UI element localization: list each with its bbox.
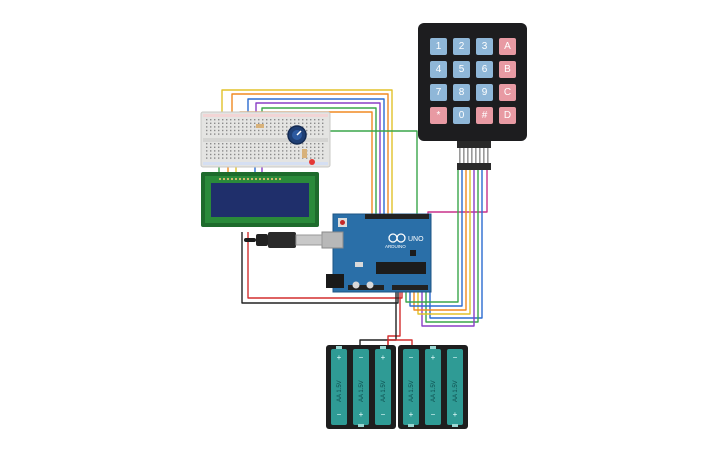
- minus-terminal-label: −: [359, 353, 364, 362]
- plus-terminal-label: +: [337, 353, 342, 362]
- wire-green-kp2[interactable]: [405, 170, 459, 303]
- wire-blue-1[interactable]: [247, 98, 385, 216]
- key-label: 3: [482, 41, 488, 52]
- usb-cable[interactable]: [244, 232, 323, 248]
- wire-purple-kp[interactable]: [421, 170, 475, 327]
- wire-green-kp[interactable]: [425, 170, 479, 323]
- wire-black-batt[interactable]: [359, 290, 397, 346]
- key-label: 1: [436, 41, 442, 52]
- potentiometer-icon[interactable]: [287, 125, 307, 145]
- wire-orange-1[interactable]: [231, 93, 389, 216]
- aa-battery[interactable]: + − AA 1.5V: [447, 349, 463, 427]
- wire-yellow-kp[interactable]: [417, 170, 471, 315]
- aa-battery[interactable]: + − AA 1.5V: [403, 349, 419, 427]
- key-c[interactable]: C: [499, 84, 516, 101]
- battery-label: AA 1.5V: [337, 380, 343, 402]
- key-label: B: [504, 64, 511, 75]
- key-d[interactable]: D: [499, 107, 516, 124]
- key-label: *: [437, 110, 441, 121]
- aa-battery[interactable]: + − AA 1.5V: [353, 349, 369, 427]
- uno-model-label: UNO: [408, 236, 424, 243]
- minus-terminal-label: −: [381, 410, 386, 419]
- wire-blue-kp1[interactable]: [429, 170, 483, 319]
- aa-battery[interactable]: + − AA 1.5V: [331, 346, 347, 425]
- key-0[interactable]: 0: [453, 107, 470, 124]
- aa-battery[interactable]: + − AA 1.5V: [375, 346, 391, 425]
- key-9[interactable]: 9: [476, 84, 493, 101]
- key-a[interactable]: A: [499, 38, 516, 55]
- minus-terminal-label: −: [453, 353, 458, 362]
- wire-yellow-1[interactable]: [221, 89, 393, 216]
- key-star[interactable]: *: [430, 107, 447, 124]
- battery-label: AA 1.5V: [381, 380, 387, 402]
- keypad-pins: [459, 148, 489, 163]
- minus-terminal-label: −: [431, 410, 436, 419]
- key-label: 8: [459, 87, 465, 98]
- arduino-brand-label: ARDUINO: [385, 244, 406, 249]
- analog-header[interactable]: [392, 285, 428, 290]
- key-label: D: [504, 110, 511, 121]
- key-label: 4: [436, 64, 442, 75]
- plus-terminal-label: +: [381, 353, 386, 362]
- wire-black-power[interactable]: [241, 232, 399, 304]
- battery-label: AA 1.5V: [431, 380, 437, 402]
- minus-terminal-label: −: [409, 353, 414, 362]
- power-header[interactable]: [348, 285, 384, 290]
- atmega-chip: [376, 262, 426, 274]
- battery-label: AA 1.5V: [359, 380, 365, 402]
- battery-label: AA 1.5V: [409, 380, 415, 402]
- digital-header[interactable]: [365, 214, 429, 219]
- key-3[interactable]: 3: [476, 38, 493, 55]
- key-label: 2: [459, 41, 465, 52]
- key-b[interactable]: B: [499, 61, 516, 78]
- keypad[interactable]: 1 2 3 A 4 5 6 B 7 8 9 C * 0 # D: [418, 23, 527, 170]
- lcd-pin-header: [218, 177, 282, 181]
- plus-terminal-label: +: [431, 353, 436, 362]
- key-label: C: [504, 87, 511, 98]
- wire-blue-kp2[interactable]: [409, 170, 463, 307]
- key-label: 6: [482, 64, 488, 75]
- wire-green-pot[interactable]: [310, 130, 418, 216]
- usb-port[interactable]: [321, 231, 344, 249]
- minus-terminal-label: −: [337, 410, 342, 419]
- aa-battery[interactable]: + − AA 1.5V: [425, 346, 441, 425]
- resistor-1[interactable]: [256, 124, 264, 128]
- key-6[interactable]: 6: [476, 61, 493, 78]
- lcd-display[interactable]: [201, 172, 319, 227]
- battery-label: AA 1.5V: [453, 380, 459, 402]
- plus-terminal-label: +: [409, 410, 414, 419]
- keypad-connector: [457, 141, 491, 148]
- key-hash[interactable]: #: [476, 107, 493, 124]
- plus-terminal-label: +: [359, 410, 364, 419]
- key-4[interactable]: 4: [430, 61, 447, 78]
- key-label: #: [482, 110, 488, 121]
- wire-orange-kp[interactable]: [413, 170, 467, 311]
- resistor-2[interactable]: [302, 149, 307, 158]
- key-7[interactable]: 7: [430, 84, 447, 101]
- plus-terminal-label: +: [453, 410, 458, 419]
- arduino-uno[interactable]: UNO ARDUINO: [321, 213, 432, 293]
- led[interactable]: [309, 159, 315, 165]
- key-5[interactable]: 5: [453, 61, 470, 78]
- key-8[interactable]: 8: [453, 84, 470, 101]
- wire-red-batt-2[interactable]: [387, 339, 413, 346]
- key-1[interactable]: 1: [430, 38, 447, 55]
- breadboard[interactable]: [200, 111, 331, 168]
- battery-pack[interactable]: + − AA 1.5V + − AA 1.5V + − AA 1.5V + − AA 1.5V + − AA…: [326, 345, 468, 429]
- wire-red-power[interactable]: [247, 232, 403, 299]
- key-label: 5: [459, 64, 465, 75]
- key-label: 9: [482, 87, 488, 98]
- breadboard-holes: [206, 119, 324, 159]
- key-label: A: [504, 41, 511, 52]
- power-jack[interactable]: [326, 274, 344, 288]
- key-2[interactable]: 2: [453, 38, 470, 55]
- key-label: 0: [459, 110, 465, 121]
- arduino-infinity-icon: [388, 233, 406, 243]
- key-label: 7: [436, 87, 442, 98]
